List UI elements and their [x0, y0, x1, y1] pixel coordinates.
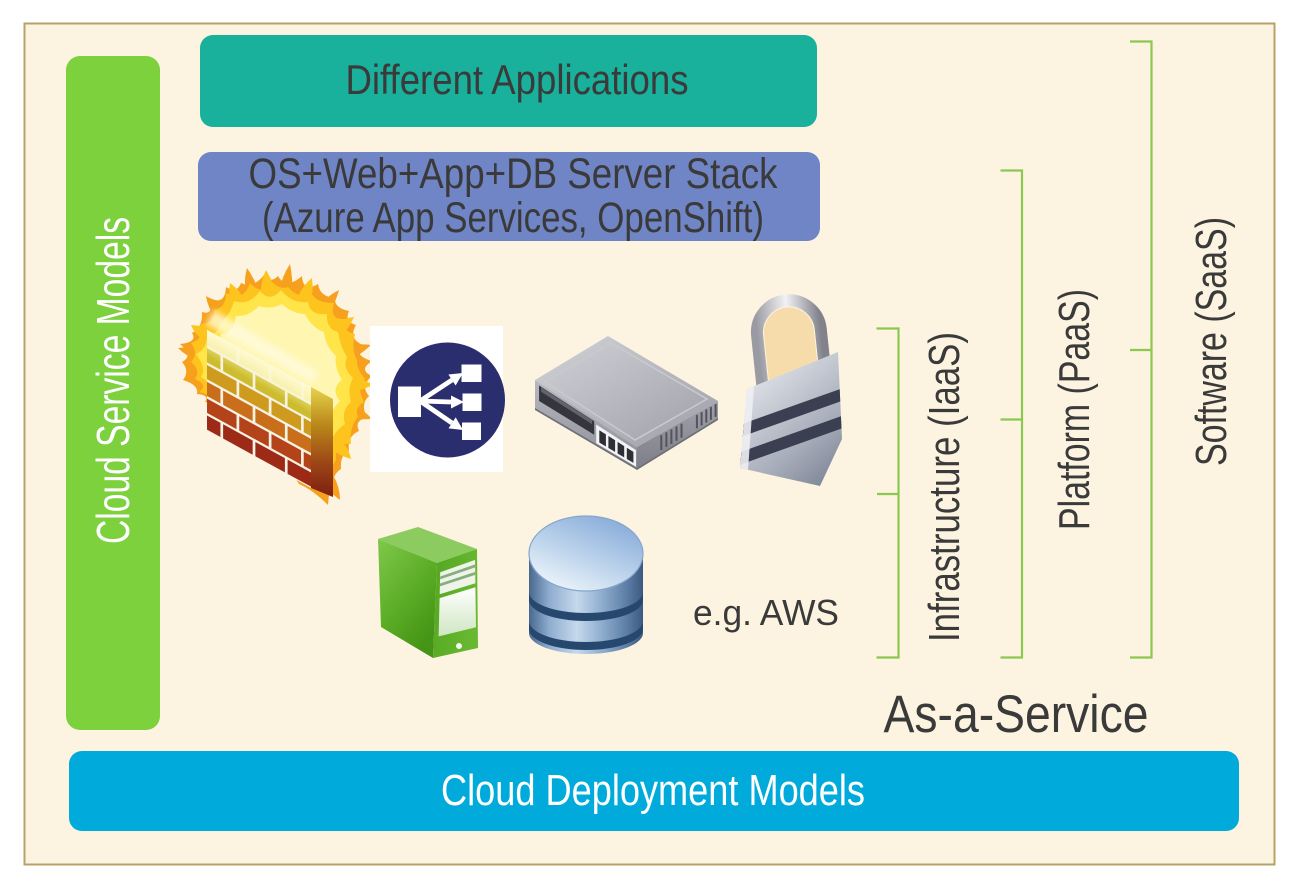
svg-text:As-a-Service: As-a-Service: [884, 685, 1149, 744]
svg-text:Cloud Deployment Models: Cloud Deployment Models: [441, 766, 865, 815]
svg-text:e.g. AWS: e.g. AWS: [693, 592, 839, 633]
svg-text:Cloud Service Models: Cloud Service Models: [87, 217, 139, 544]
svg-text:(Azure App Services, OpenShift: (Azure App Services, OpenShift): [262, 194, 764, 242]
svg-text:Software (SaaS): Software (SaaS): [1187, 217, 1236, 466]
svg-text:Platform (PaaS): Platform (PaaS): [1050, 289, 1099, 530]
svg-text:OS+Web+App+DB Server Stack: OS+Web+App+DB Server Stack: [249, 150, 778, 198]
svg-text:Infrastructure (IaaS): Infrastructure (IaaS): [920, 332, 969, 642]
svg-text:Different Applications: Different Applications: [346, 56, 689, 103]
